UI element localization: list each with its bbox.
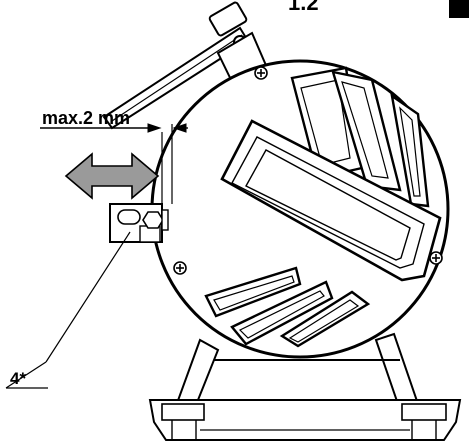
dimension-label: max.2 mm [42, 108, 130, 128]
stand [148, 332, 462, 441]
double-arrow-icon [64, 152, 160, 200]
step-label: 1.2 [288, 0, 319, 15]
drum-housing [150, 59, 450, 359]
corner-tab [449, 0, 469, 18]
gap-dimension [40, 123, 188, 204]
sensor-bracket [109, 203, 169, 243]
part-label: 4* [10, 369, 26, 388]
screw-icon [173, 66, 443, 275]
part-leader-line [5, 231, 131, 389]
